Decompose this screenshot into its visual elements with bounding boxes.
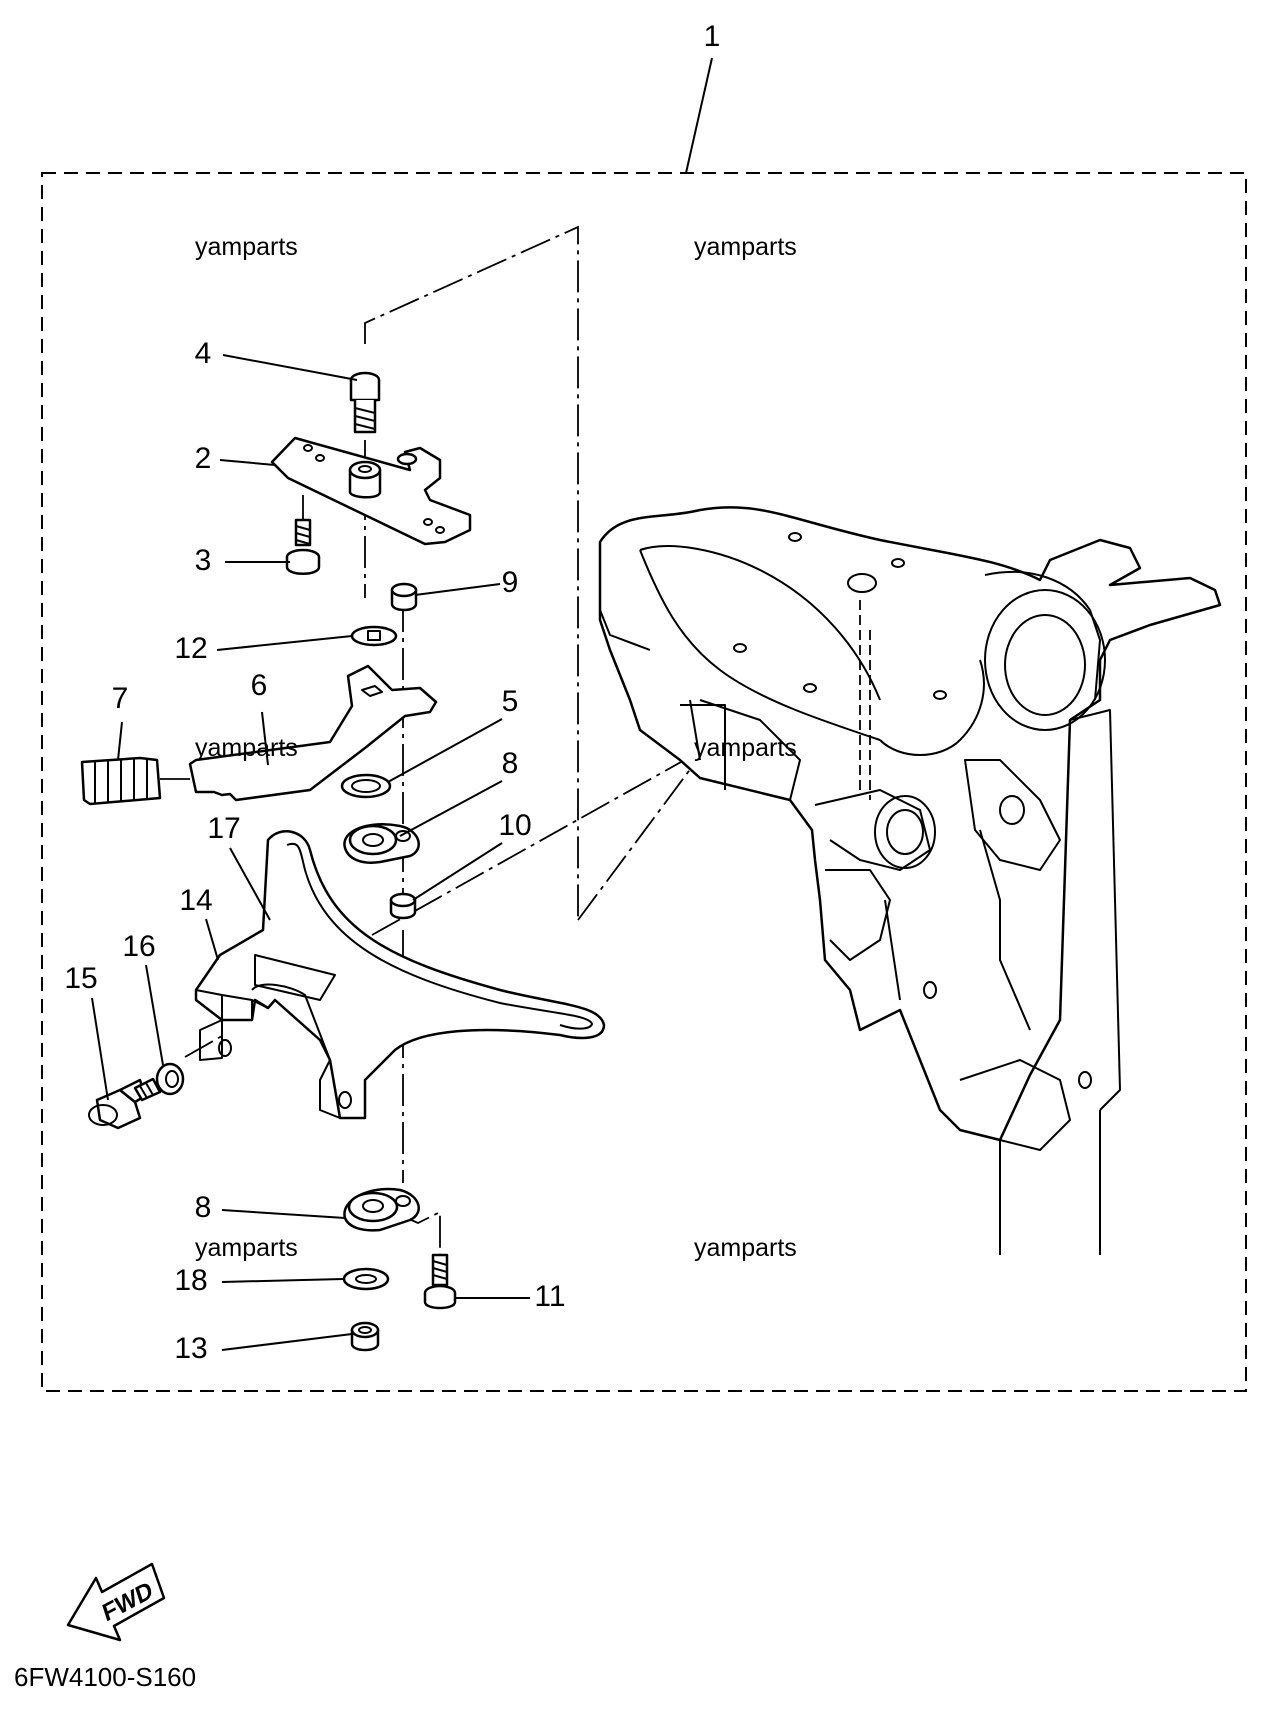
- part-6-lever: [188, 664, 438, 802]
- watermark: yamparts: [694, 1234, 797, 1262]
- part-16-washer: [155, 1062, 185, 1096]
- callout-3: 3: [195, 544, 212, 577]
- part-15-bolt: [88, 1077, 162, 1130]
- center-line-lower: [577, 747, 707, 921]
- swivel-bracket-assembly: [598, 506, 1222, 1255]
- axis-line-15: [184, 1035, 223, 1058]
- assembly-boundary: [41, 172, 1247, 1392]
- center-line-10: [371, 747, 707, 936]
- part-4-bolt: [349, 371, 381, 434]
- center-line-top: [364, 225, 579, 920]
- watermark: yamparts: [195, 233, 298, 261]
- callout-8-lower: 8: [195, 1191, 212, 1224]
- callout-2: 2: [195, 442, 212, 475]
- callout-14: 14: [179, 884, 212, 917]
- part-2-plate: [270, 436, 472, 546]
- callout-10: 10: [498, 809, 531, 842]
- part-7-grip: [80, 756, 162, 806]
- callout-7: 7: [112, 682, 129, 715]
- watermark: yamparts: [694, 233, 797, 261]
- part-10-collar: [389, 892, 417, 920]
- part-8-bushing-lower: [343, 1187, 420, 1232]
- callout-13: 13: [174, 1332, 207, 1365]
- callout-11: 11: [534, 1280, 565, 1313]
- callout-5: 5: [502, 685, 519, 718]
- callout-4: 4: [195, 337, 212, 370]
- fwd-arrow-icon: FWD: [66, 1562, 166, 1642]
- callout-12: 12: [174, 632, 207, 665]
- callout-16: 16: [122, 930, 155, 963]
- leader-lines: [91, 354, 530, 1351]
- part-13-nut: [350, 1321, 380, 1352]
- callout-18: 18: [174, 1264, 207, 1297]
- part-5-washer: [340, 773, 392, 799]
- callout-8-upper: 8: [502, 747, 519, 780]
- part-9-collar: [390, 582, 418, 612]
- callout-9: 9: [502, 566, 519, 599]
- callout-17: 17: [207, 812, 240, 845]
- watermark: yamparts: [195, 1234, 298, 1262]
- drawing-code: 6FW4100-S160: [14, 1662, 196, 1692]
- part-8-bushing-upper: [343, 823, 420, 864]
- part-14-bracket: [194, 830, 606, 1120]
- callout-6: 6: [251, 669, 268, 702]
- callout-15: 15: [64, 962, 97, 995]
- callout-1: 1: [704, 20, 721, 53]
- part-3-flange-bolt: [285, 518, 321, 575]
- part-18-washer: [342, 1267, 390, 1291]
- part-11-flange-bolt: [423, 1253, 457, 1310]
- watermark: yamparts: [195, 734, 298, 762]
- watermark: yamparts: [694, 734, 797, 762]
- part-12-washer: [350, 625, 398, 647]
- leader-1: [685, 57, 713, 174]
